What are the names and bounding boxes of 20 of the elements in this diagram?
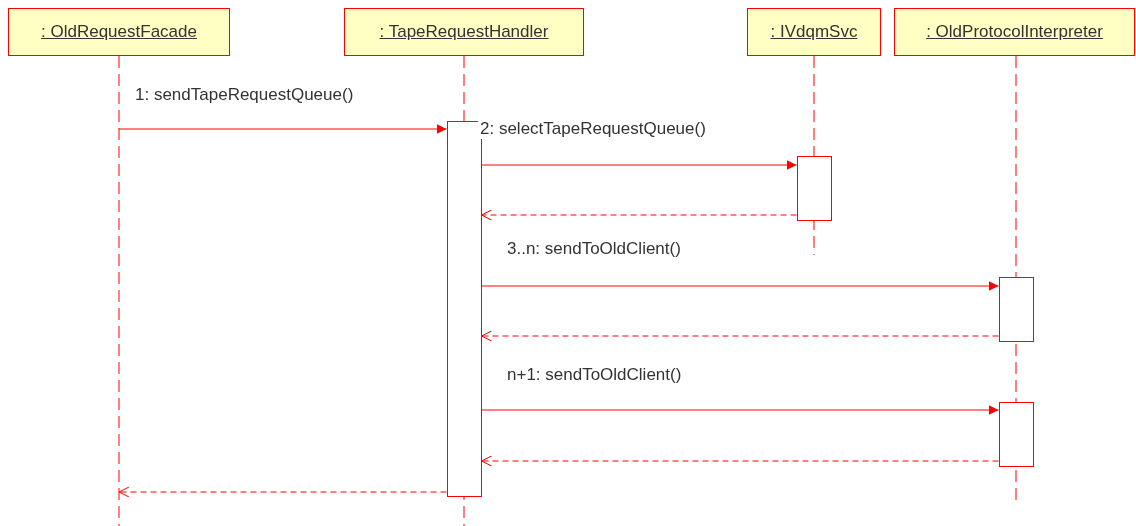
return-arrow	[481, 455, 999, 467]
message-arrow	[481, 160, 797, 170]
return-arrow	[118, 486, 447, 498]
object-name: : IVdqmSvc	[770, 22, 858, 42]
message-arrow	[481, 405, 999, 415]
message-arrow	[481, 281, 999, 291]
activation-bar	[796, 156, 832, 221]
object-name: : TapeRequestHandler	[379, 22, 549, 42]
object-name: : OldProtocolInterpreter	[926, 22, 1103, 42]
message-arrow	[118, 124, 447, 134]
message-label: 1: sendTapeRequestQueue()	[133, 85, 356, 105]
message-label: 2: selectTapeRequestQueue()	[478, 119, 708, 139]
return-arrow	[481, 330, 999, 342]
message-label: n+1: sendToOldClient()	[505, 365, 684, 385]
return-arrow	[481, 209, 797, 221]
activation-bar	[998, 277, 1034, 342]
object-name: : OldRequestFacade	[41, 22, 197, 42]
message-label: 3..n: sendToOldClient()	[505, 239, 683, 259]
activation-bar	[998, 402, 1034, 467]
activation-bar	[446, 121, 482, 497]
